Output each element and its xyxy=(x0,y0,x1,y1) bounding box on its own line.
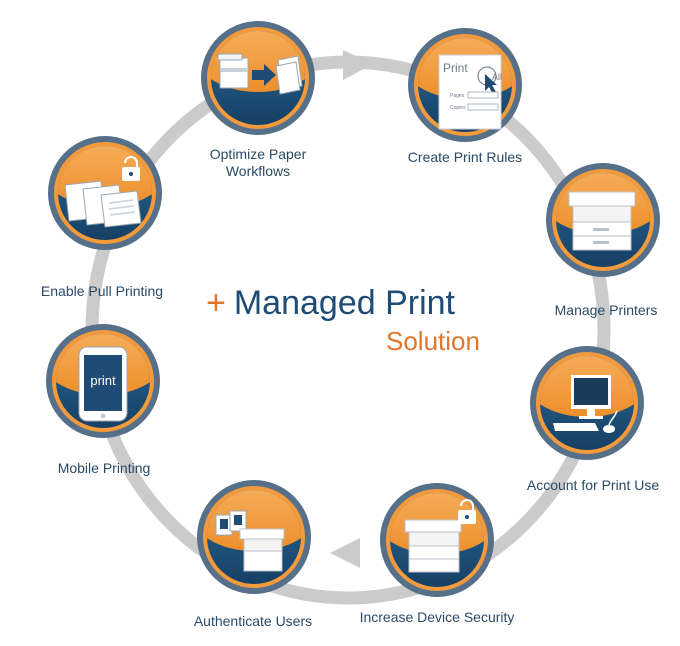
label-account-for-print-use: Account for Print Use xyxy=(526,477,660,493)
ring-arrow-top xyxy=(343,50,373,80)
dialog-option-text: All xyxy=(492,72,502,82)
dialog-pages-text: Pages xyxy=(450,93,465,99)
step-account-for-print-use xyxy=(530,346,644,460)
label-enable-pull-printing: Enable Pull Printing xyxy=(40,283,164,299)
print-dialog-icon: Print All Pages Copies xyxy=(438,54,502,130)
locked-documents-icon xyxy=(64,156,142,228)
label-authenticate-users: Authenticate Users xyxy=(193,613,313,629)
label-increase-device-security: Increase Device Security xyxy=(359,609,515,625)
label-mobile-printing: Mobile Printing xyxy=(57,460,151,476)
center-title: +Managed Print xyxy=(206,283,455,323)
printer-icon xyxy=(568,191,636,251)
title-text: Managed Print xyxy=(233,284,455,322)
step-authenticate-users xyxy=(197,480,311,594)
label-create-print-rules: Create Print Rules xyxy=(407,149,523,165)
phone-icon: print xyxy=(78,346,128,422)
step-mobile-printing: print xyxy=(46,324,160,438)
computer-icon xyxy=(553,375,618,433)
step-optimize-paper-workflows xyxy=(201,21,315,135)
dialog-title-text: Print xyxy=(443,61,468,75)
title-plus-sign: + xyxy=(206,284,226,322)
label-optimize-paper-workflows: Optimize Paper Workflows xyxy=(209,146,307,179)
dialog-copies-text: Copies xyxy=(450,105,466,111)
paper-workflow-icon xyxy=(217,53,303,95)
ring-arrow-bottom xyxy=(330,538,360,568)
center-subtitle: Solution xyxy=(386,326,480,356)
step-enable-pull-printing xyxy=(48,136,162,250)
badge-printer-icon xyxy=(215,510,285,572)
phone-screen-text: print xyxy=(90,373,116,388)
step-manage-printers xyxy=(546,163,660,277)
label-manage-printers: Manage Printers xyxy=(554,302,658,318)
secure-printer-icon xyxy=(404,499,476,573)
step-create-print-rules: Print All Pages Copies xyxy=(408,28,522,142)
step-increase-device-security xyxy=(380,483,494,597)
cycle-ring xyxy=(85,55,611,605)
